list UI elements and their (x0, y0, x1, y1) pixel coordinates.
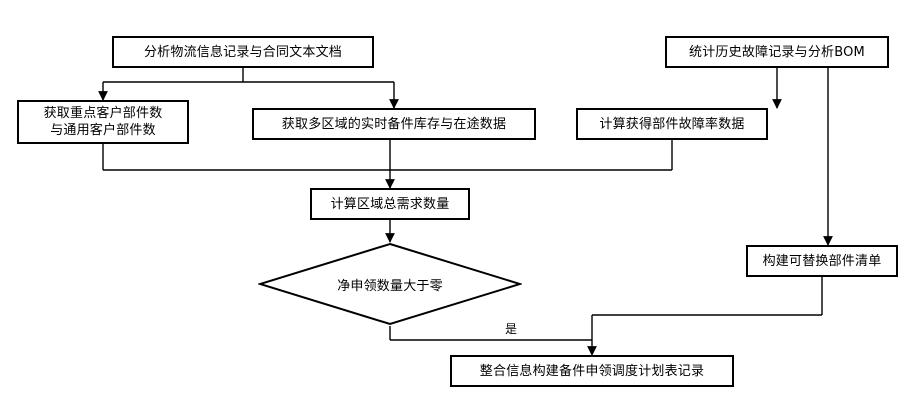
node-label: 计算区域总需求数量 (330, 196, 450, 212)
node-label: 计算获得部件故障率数据 (599, 116, 745, 132)
node-label: 获取重点客户部件数 与通用客户部件数 (43, 106, 163, 138)
node-decision-net-demand-positive[interactable]: 净申领数量大于零 (258, 242, 522, 326)
node-regional-inventory-intransit[interactable]: 获取多区域的实时备件库存与在途数据 (252, 108, 536, 140)
node-label: 整合信息构建备件申领调度计划表记录 (479, 363, 705, 379)
node-label: 统计历史故障记录与分析BOM (689, 44, 865, 60)
node-part-failure-rate[interactable]: 计算获得部件故障率数据 (576, 108, 768, 140)
node-label: 获取多区域的实时备件库存与在途数据 (281, 116, 507, 132)
node-fault-history-bom[interactable]: 统计历史故障记录与分析BOM (665, 36, 889, 68)
node-analyze-logistics-contract[interactable]: 分析物流信息记录与合同文本文档 (112, 36, 374, 68)
node-customer-part-counts[interactable]: 获取重点客户部件数 与通用客户部件数 (17, 100, 189, 144)
node-label: 构建可替换部件清单 (762, 253, 882, 269)
node-label: 分析物流信息记录与合同文本文档 (143, 44, 342, 60)
node-build-dispatch-plan-record[interactable]: 整合信息构建备件申领调度计划表记录 (450, 355, 734, 387)
diamond-shape (258, 242, 522, 326)
node-regional-total-demand[interactable]: 计算区域总需求数量 (310, 188, 470, 220)
edge-label-yes: 是 (503, 322, 520, 336)
node-substitute-parts-list[interactable]: 构建可替换部件清单 (746, 245, 898, 277)
